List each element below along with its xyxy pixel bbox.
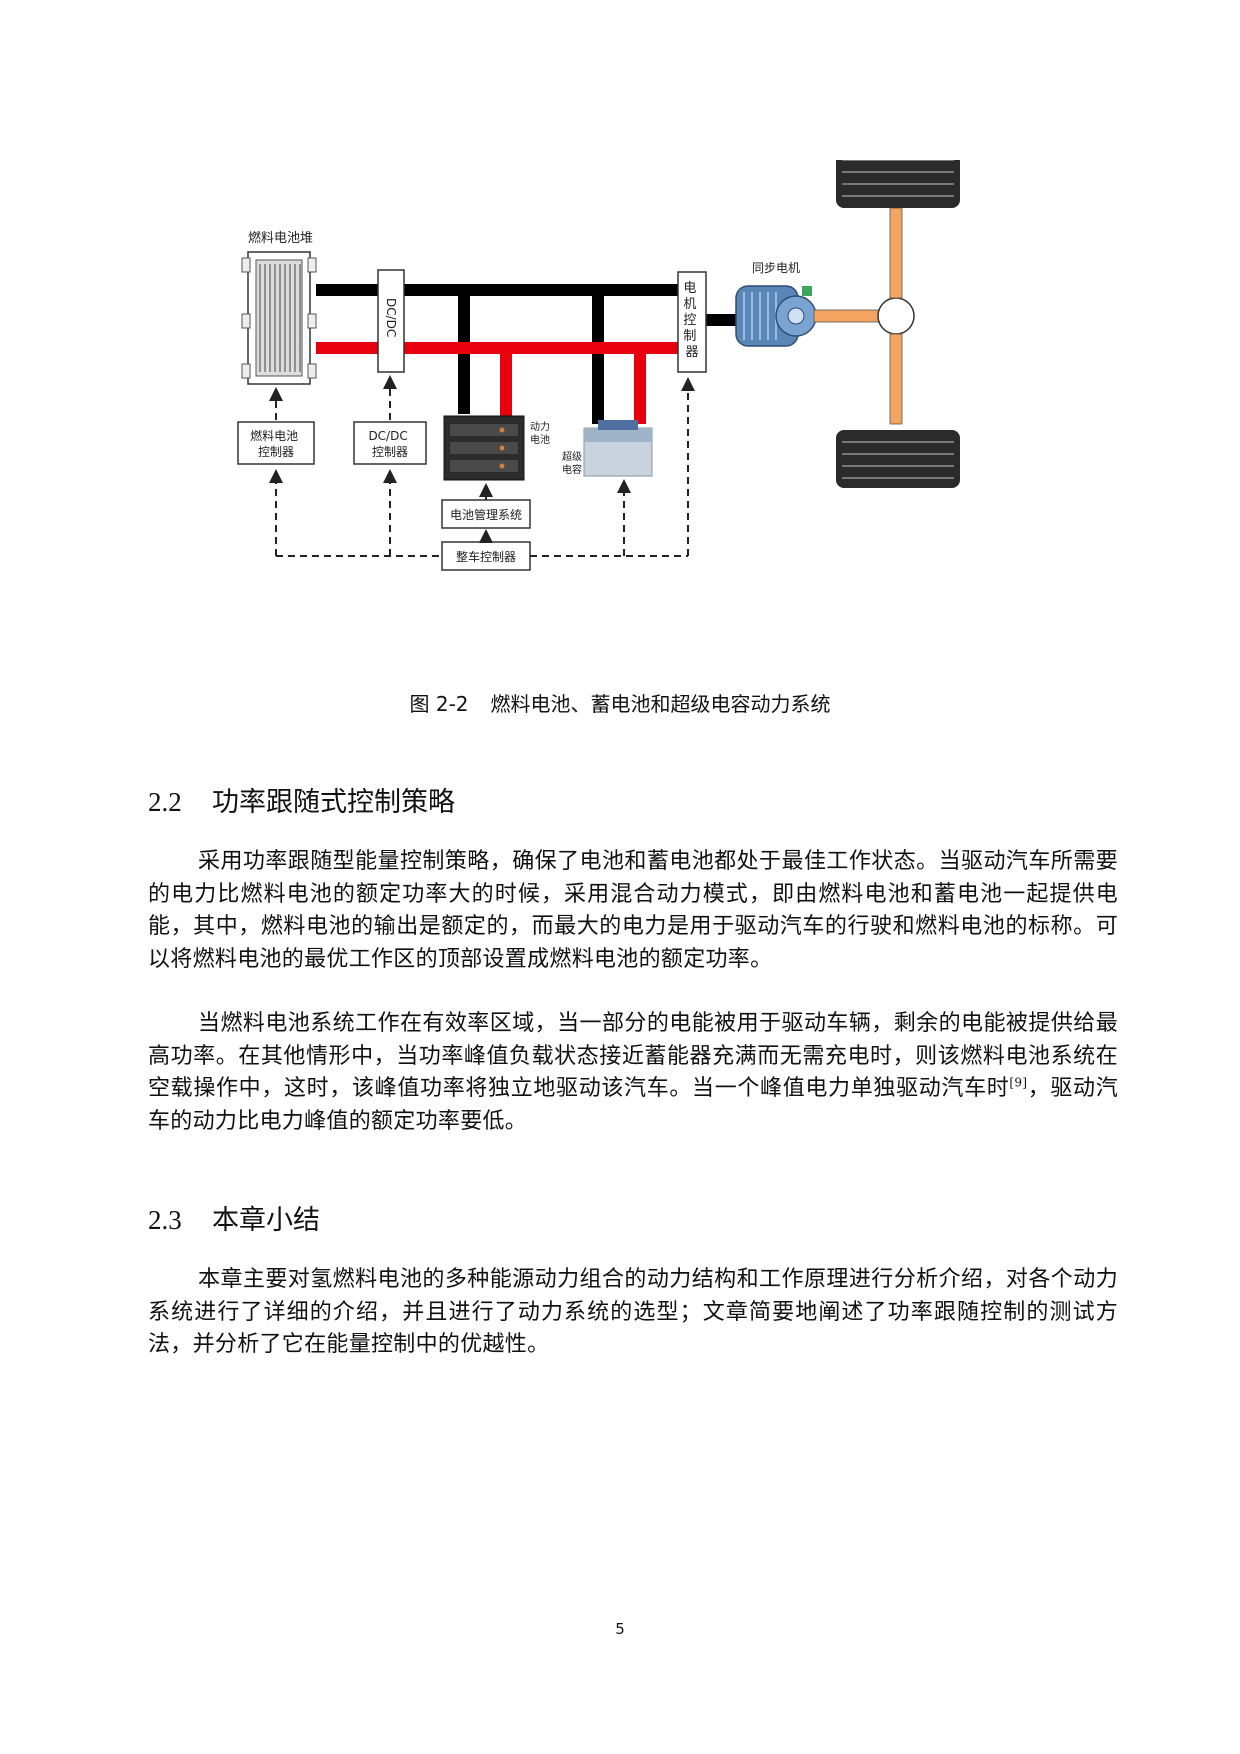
dcdc-converter: DC/DC: [377, 269, 405, 373]
powertrain-figure: 燃料电池堆: [230, 160, 1090, 660]
motor-controller-char-3: 控: [683, 313, 696, 328]
svg-text:动力 电池: 动力 电池: [530, 420, 553, 446]
wheel-front: [836, 160, 960, 208]
paragraph-2-2-1: 采用功率跟随型能量控制策略，确保了电池和蓄电池都处于最佳工作状态。当驱动汽车所需…: [148, 849, 1118, 972]
section-title: 功率跟随式控制策略: [212, 787, 455, 818]
vehicle-controller-label: 整车控制器: [456, 549, 516, 564]
power-battery-line-1: 动力: [530, 420, 550, 433]
bms: 电池管理系统: [441, 499, 531, 529]
motor-controller-char-2: 机: [683, 297, 696, 312]
paragraph-text: 当燃料电池系统工作在有效率区域，当一部分的电能被用于驱动车辆，剩余的电能被提供给…: [148, 1011, 1118, 1101]
section-number: 2.3: [148, 1205, 182, 1235]
fuel-cell-controller-line-2: 控制器: [258, 445, 294, 459]
drivetrain-axle: [813, 207, 915, 425]
svg-text:DC/DC 控制器: DC/DC 控制器: [368, 429, 411, 459]
wheel-rear: [836, 430, 960, 488]
super-capacitor-line-1: 超级: [562, 450, 582, 463]
sync-motor-label: 同步电机: [752, 261, 800, 275]
motor-controller-char-1: 电: [683, 281, 696, 296]
fuel-cell-controller: 燃料电池 控制器: [237, 421, 315, 465]
section-heading-2-3: 2.3 本章小结: [148, 1198, 320, 1237]
signal-lines: [269, 375, 695, 557]
motor-controller-char-4: 制: [683, 329, 696, 344]
powertrain-diagram: 燃料电池堆: [237, 160, 960, 571]
power-battery: 动力 电池: [443, 415, 553, 481]
paragraph-2-2-2: 当燃料电池系统工作在有效率区域，当一部分的电能被用于驱动车辆，剩余的电能被提供给…: [148, 1008, 1118, 1138]
svg-text:燃料电池 控制器: 燃料电池 控制器: [250, 428, 302, 459]
fuel-cell-stack-label: 燃料电池堆: [248, 230, 313, 246]
fuel-cell-stack: 燃料电池堆: [241, 230, 317, 385]
vehicle-controller: 整车控制器: [441, 541, 531, 571]
power-battery-line-2: 电池: [530, 433, 550, 446]
fuel-cell-controller-line-1: 燃料电池: [250, 428, 298, 443]
section-heading-2-2: 2.2 功率跟随式控制策略: [148, 780, 455, 819]
citation: [9]: [1009, 1075, 1028, 1090]
svg-text:超级 电容: 超级 电容: [562, 450, 585, 476]
sync-motor: 同步电机: [735, 261, 817, 347]
motor-controller-char-5: 器: [685, 345, 698, 360]
positive-bus: [316, 342, 678, 424]
section-title: 本章小结: [212, 1205, 320, 1236]
paragraph-2-3-1: 本章主要对氢燃料电池的多种能源动力组合的动力结构和工作原理进行分析介绍，对各个动…: [148, 1267, 1118, 1357]
svg-text:电 机 控: 电 机 控 制 器: [683, 281, 700, 360]
motor-controller: 电 机 控 制 器: [677, 271, 707, 373]
bms-label: 电池管理系统: [450, 507, 522, 522]
dcdc-label: DC/DC: [384, 298, 398, 337]
figure-caption: 图 2-2 燃料电池、蓄电池和超级电容动力系统: [0, 688, 1240, 717]
dcdc-controller: DC/DC 控制器: [353, 421, 427, 465]
dcdc-controller-line-1: DC/DC: [368, 429, 407, 443]
paragraph-text-tail: ，驱动汽车的动力比电力峰值的额定功率要低。: [148, 1076, 1119, 1134]
figure-number: 图 2-2: [409, 692, 469, 716]
super-capacitor: 超级 电容: [562, 420, 653, 477]
dcdc-controller-line-2: 控制器: [372, 445, 408, 459]
page-number: 5: [615, 1620, 625, 1638]
negative-bus: [316, 284, 736, 424]
section-number: 2.2: [148, 787, 182, 817]
figure-caption-text: 燃料电池、蓄电池和超级电容动力系统: [490, 692, 831, 716]
super-capacitor-line-2: 电容: [562, 463, 582, 476]
